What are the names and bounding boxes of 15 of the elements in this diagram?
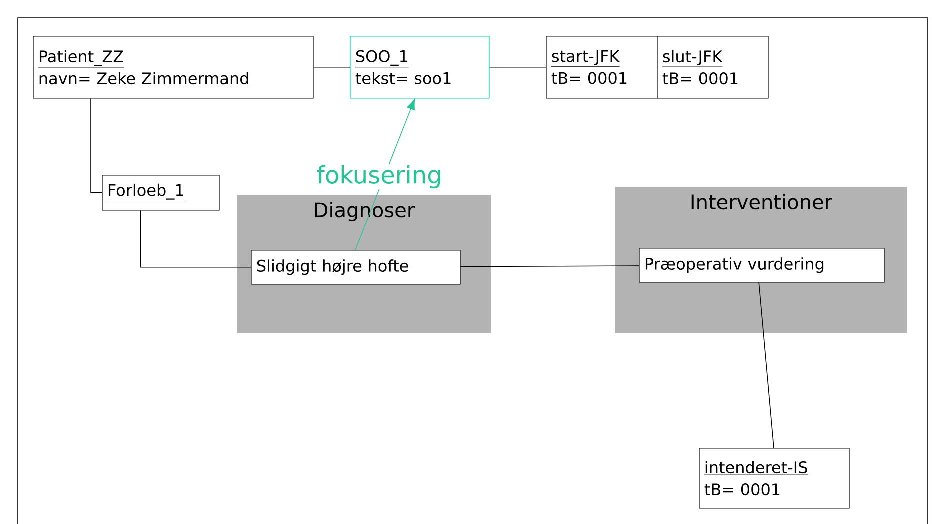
process-box: Præoperativ vurdering bbox=[639, 248, 885, 283]
connector bbox=[489, 67, 546, 68]
record-box: SOO_1 tekst= soo1 bbox=[350, 36, 490, 99]
connector bbox=[460, 266, 640, 268]
record-box: intenderet-IS tB= 0001 bbox=[699, 448, 850, 509]
connector bbox=[313, 67, 350, 68]
connector bbox=[90, 98, 102, 194]
connector bbox=[140, 210, 252, 268]
record-box: slut-JFK tB= 0001 bbox=[657, 36, 769, 99]
record-box: Forloeb_1 bbox=[102, 175, 220, 211]
record-box: start-JFK tB= 0001 bbox=[546, 36, 658, 99]
process-box: Slidgigt højre hofte bbox=[251, 250, 461, 285]
connector bbox=[758, 282, 774, 448]
edge-label: fokusering bbox=[316, 164, 444, 190]
record-box: Patient_ZZ navn= Zeke Zimmermand bbox=[33, 36, 314, 99]
